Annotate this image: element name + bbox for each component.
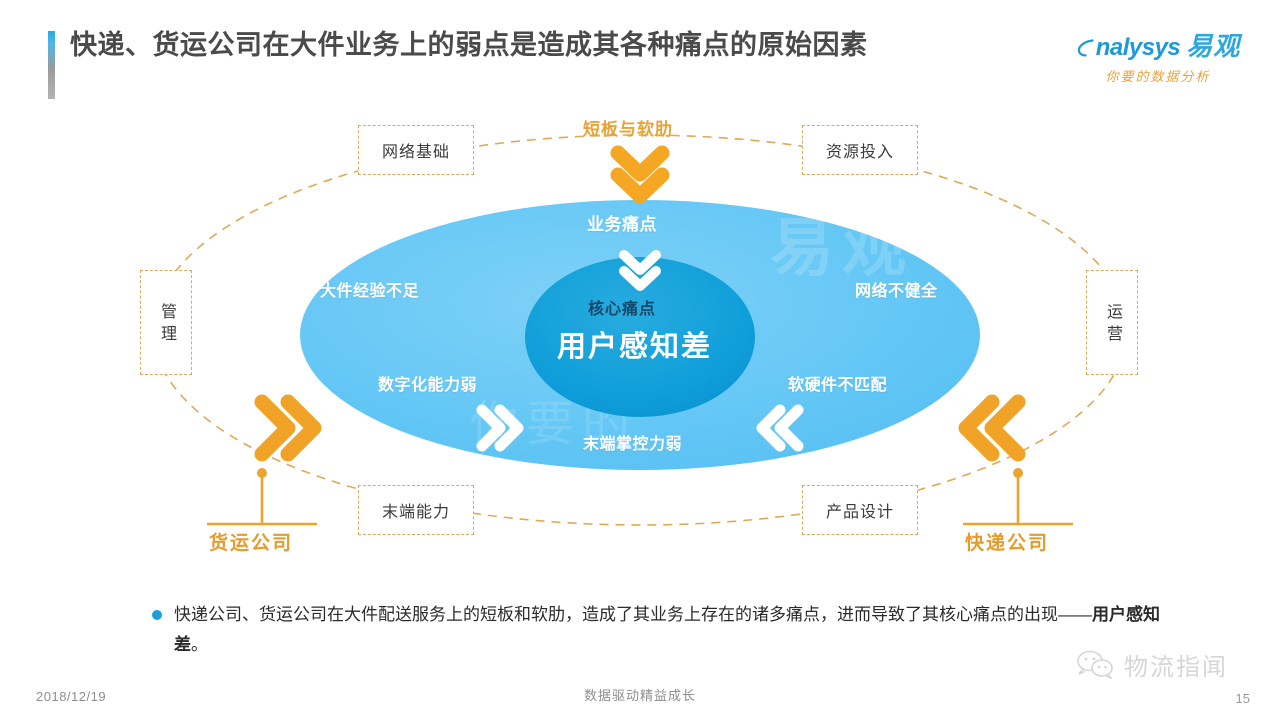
logo-latin: nalysys — [1095, 34, 1181, 61]
chevron-down-white-icon — [619, 250, 661, 291]
title-accent-bar — [48, 31, 55, 99]
actor-stem-right — [963, 468, 1073, 526]
factor-box-network-base[interactable]: 网络基础 — [358, 125, 474, 175]
logo-cn: 易观 — [1186, 31, 1241, 61]
ellipse-label-large-item-experience: 大件经验不足 — [320, 283, 420, 300]
core-eyebrow-label: 核心痛点 — [588, 301, 657, 318]
summary-bullet: 快递公司、货运公司在大件配送服务上的短板和软肋，造成了其业务上存在的诸多痛点，进… — [152, 600, 1162, 661]
bullet-text-after: 。 — [191, 635, 208, 655]
factor-box-label: 产品设计 — [825, 504, 894, 521]
factor-box-label: 网络基础 — [381, 144, 450, 161]
actor-label-freight-company: 货运公司 — [209, 533, 294, 554]
factor-box-last-mile[interactable]: 末端能力 — [358, 485, 474, 535]
factor-box-resource-input[interactable]: 资源投入 — [802, 125, 918, 175]
chevron-right-orange-icon — [254, 394, 322, 462]
wechat-icon — [1077, 650, 1113, 679]
chevron-left-orange-icon — [958, 394, 1026, 462]
diagram-canvas: 易观 你要的 — [0, 105, 1280, 575]
diagram-vector-layer: 易观 你要的 — [152, 134, 1128, 526]
analysys-mark-icon — [1077, 39, 1094, 57]
core-headline-label: 用户感知差 — [557, 331, 713, 363]
ellipse-title-business-painpoint: 业务痛点 — [587, 215, 657, 234]
factor-box-label: 运营 — [1104, 302, 1121, 347]
summary-bullet-text: 快递公司、货运公司在大件配送服务上的短板和软肋，造成了其业务上存在的诸多痛点，进… — [174, 600, 1162, 661]
logo-tagline: 你要的数据分析 — [1105, 69, 1211, 84]
factor-box-label: 管理 — [158, 302, 175, 347]
wechat-account-name: 物流指闻 — [1124, 654, 1228, 681]
actor-label-express-company: 快递公司 — [965, 533, 1050, 554]
ellipse-label-weak-last-mile-control: 末端掌控力弱 — [583, 436, 683, 453]
chevron-right-white-icon — [476, 404, 524, 452]
page-title: 快递、货运公司在大件业务上的弱点是造成其各种痛点的原始因素 — [48, 28, 1068, 99]
factor-box-operations[interactable]: 运营 — [1086, 270, 1138, 375]
ellipse-label-weak-digitalization: 数字化能力弱 — [378, 377, 478, 394]
ellipse-label-hw-sw-mismatch: 软硬件不匹配 — [788, 377, 888, 394]
wechat-watermark: 物流指闻 — [1076, 647, 1228, 682]
footer-slogan: 数据驱动精益成长 — [583, 688, 696, 703]
actor-stem-left — [207, 468, 317, 526]
bullet-text-before: 快递公司、货运公司在大件配送服务上的短板和软肋，造成了其业务上存在的诸多痛点，进… — [174, 605, 1092, 624]
ellipse-watermark: 易观 — [770, 212, 914, 284]
factor-box-product-design[interactable]: 产品设计 — [802, 485, 918, 535]
factor-box-label: 资源投入 — [825, 144, 894, 161]
footer-page-number: 15 — [1235, 691, 1250, 706]
ellipse-label-network-incomplete: 网络不健全 — [855, 283, 938, 300]
title-text: 快递、货运公司在大件业务上的弱点是造成其各种痛点的原始因素 — [70, 30, 868, 60]
footer-date: 2018/12/19 — [36, 689, 107, 704]
chevron-down-orange-icon — [610, 145, 670, 204]
factor-box-label: 末端能力 — [381, 504, 450, 521]
chevron-left-white-icon — [756, 404, 804, 452]
connector-label-top: 短板与软肋 — [583, 120, 673, 139]
core-painpoint-ellipse — [525, 257, 755, 417]
factor-box-management[interactable]: 管理 — [140, 270, 192, 375]
bullet-dot-icon — [152, 610, 162, 620]
bullet-text-emphasis: 用户感知差 — [174, 605, 1160, 655]
